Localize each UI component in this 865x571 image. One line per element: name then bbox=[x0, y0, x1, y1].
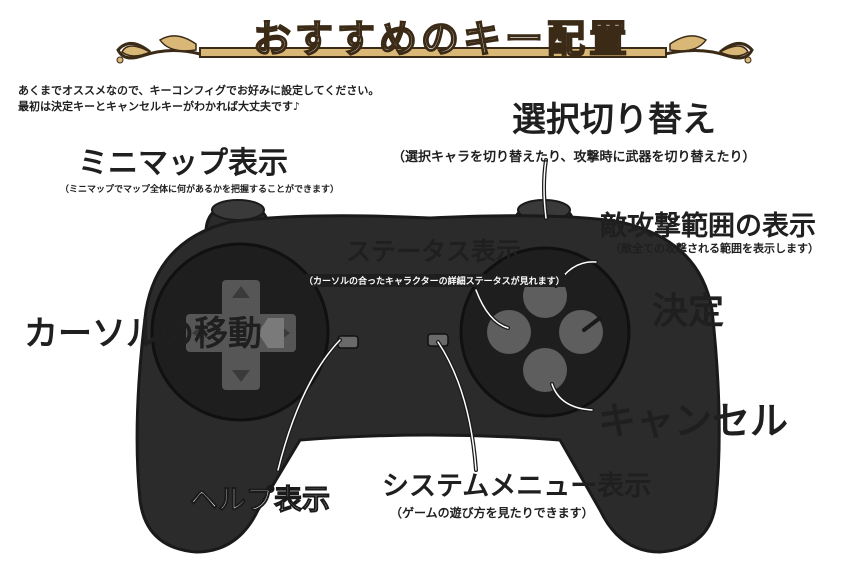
label-help: ヘルプ表示 bbox=[189, 483, 331, 517]
label-status-sub: （カーソルの合ったキャラクターの詳細ステータスが見れます） bbox=[304, 274, 565, 287]
label-switch-sub: （選択キャラを切り替えたり、攻撃時に武器を切り替えたり） bbox=[392, 150, 756, 165]
title-banner bbox=[116, 35, 754, 64]
label-status: ステータス表示 bbox=[346, 237, 522, 266]
label-cancel: キャンセル bbox=[598, 399, 789, 443]
intro-line-2: 最初は決定キーとキャンセルキーがわかれば大丈夫です♪ bbox=[18, 100, 301, 113]
label-cursor-move: カーソルの移動 bbox=[24, 314, 262, 354]
label-minimap-sub: （ミニマップでマップ全体に何があるかを把握することができます） bbox=[60, 185, 340, 195]
face-button-right[interactable] bbox=[559, 310, 603, 354]
label-enemy-range: 敵攻撃範囲の表示 bbox=[600, 211, 816, 242]
label-system-menu: システムメニュー表示 bbox=[382, 471, 652, 502]
label-minimap: ミニマップ表示 bbox=[78, 146, 288, 181]
intro-line-1: あくまでオススメなので、キーコンフィグでお好みに設定してください。 bbox=[18, 84, 380, 97]
label-switch: 選択切り替え bbox=[512, 100, 716, 140]
page-title: おすすめのキー配置 bbox=[252, 16, 631, 62]
dpad[interactable] bbox=[186, 280, 296, 390]
select-button[interactable] bbox=[337, 335, 359, 349]
label-system-menu-sub: （ゲームの遊び方を見たりできます） bbox=[390, 506, 594, 520]
face-button-bottom[interactable] bbox=[523, 348, 567, 392]
label-enemy-range-sub: （敵全ての攻撃される範囲を表示します） bbox=[610, 242, 819, 255]
label-decide: 決定 bbox=[652, 291, 725, 332]
face-button-area bbox=[459, 246, 631, 418]
